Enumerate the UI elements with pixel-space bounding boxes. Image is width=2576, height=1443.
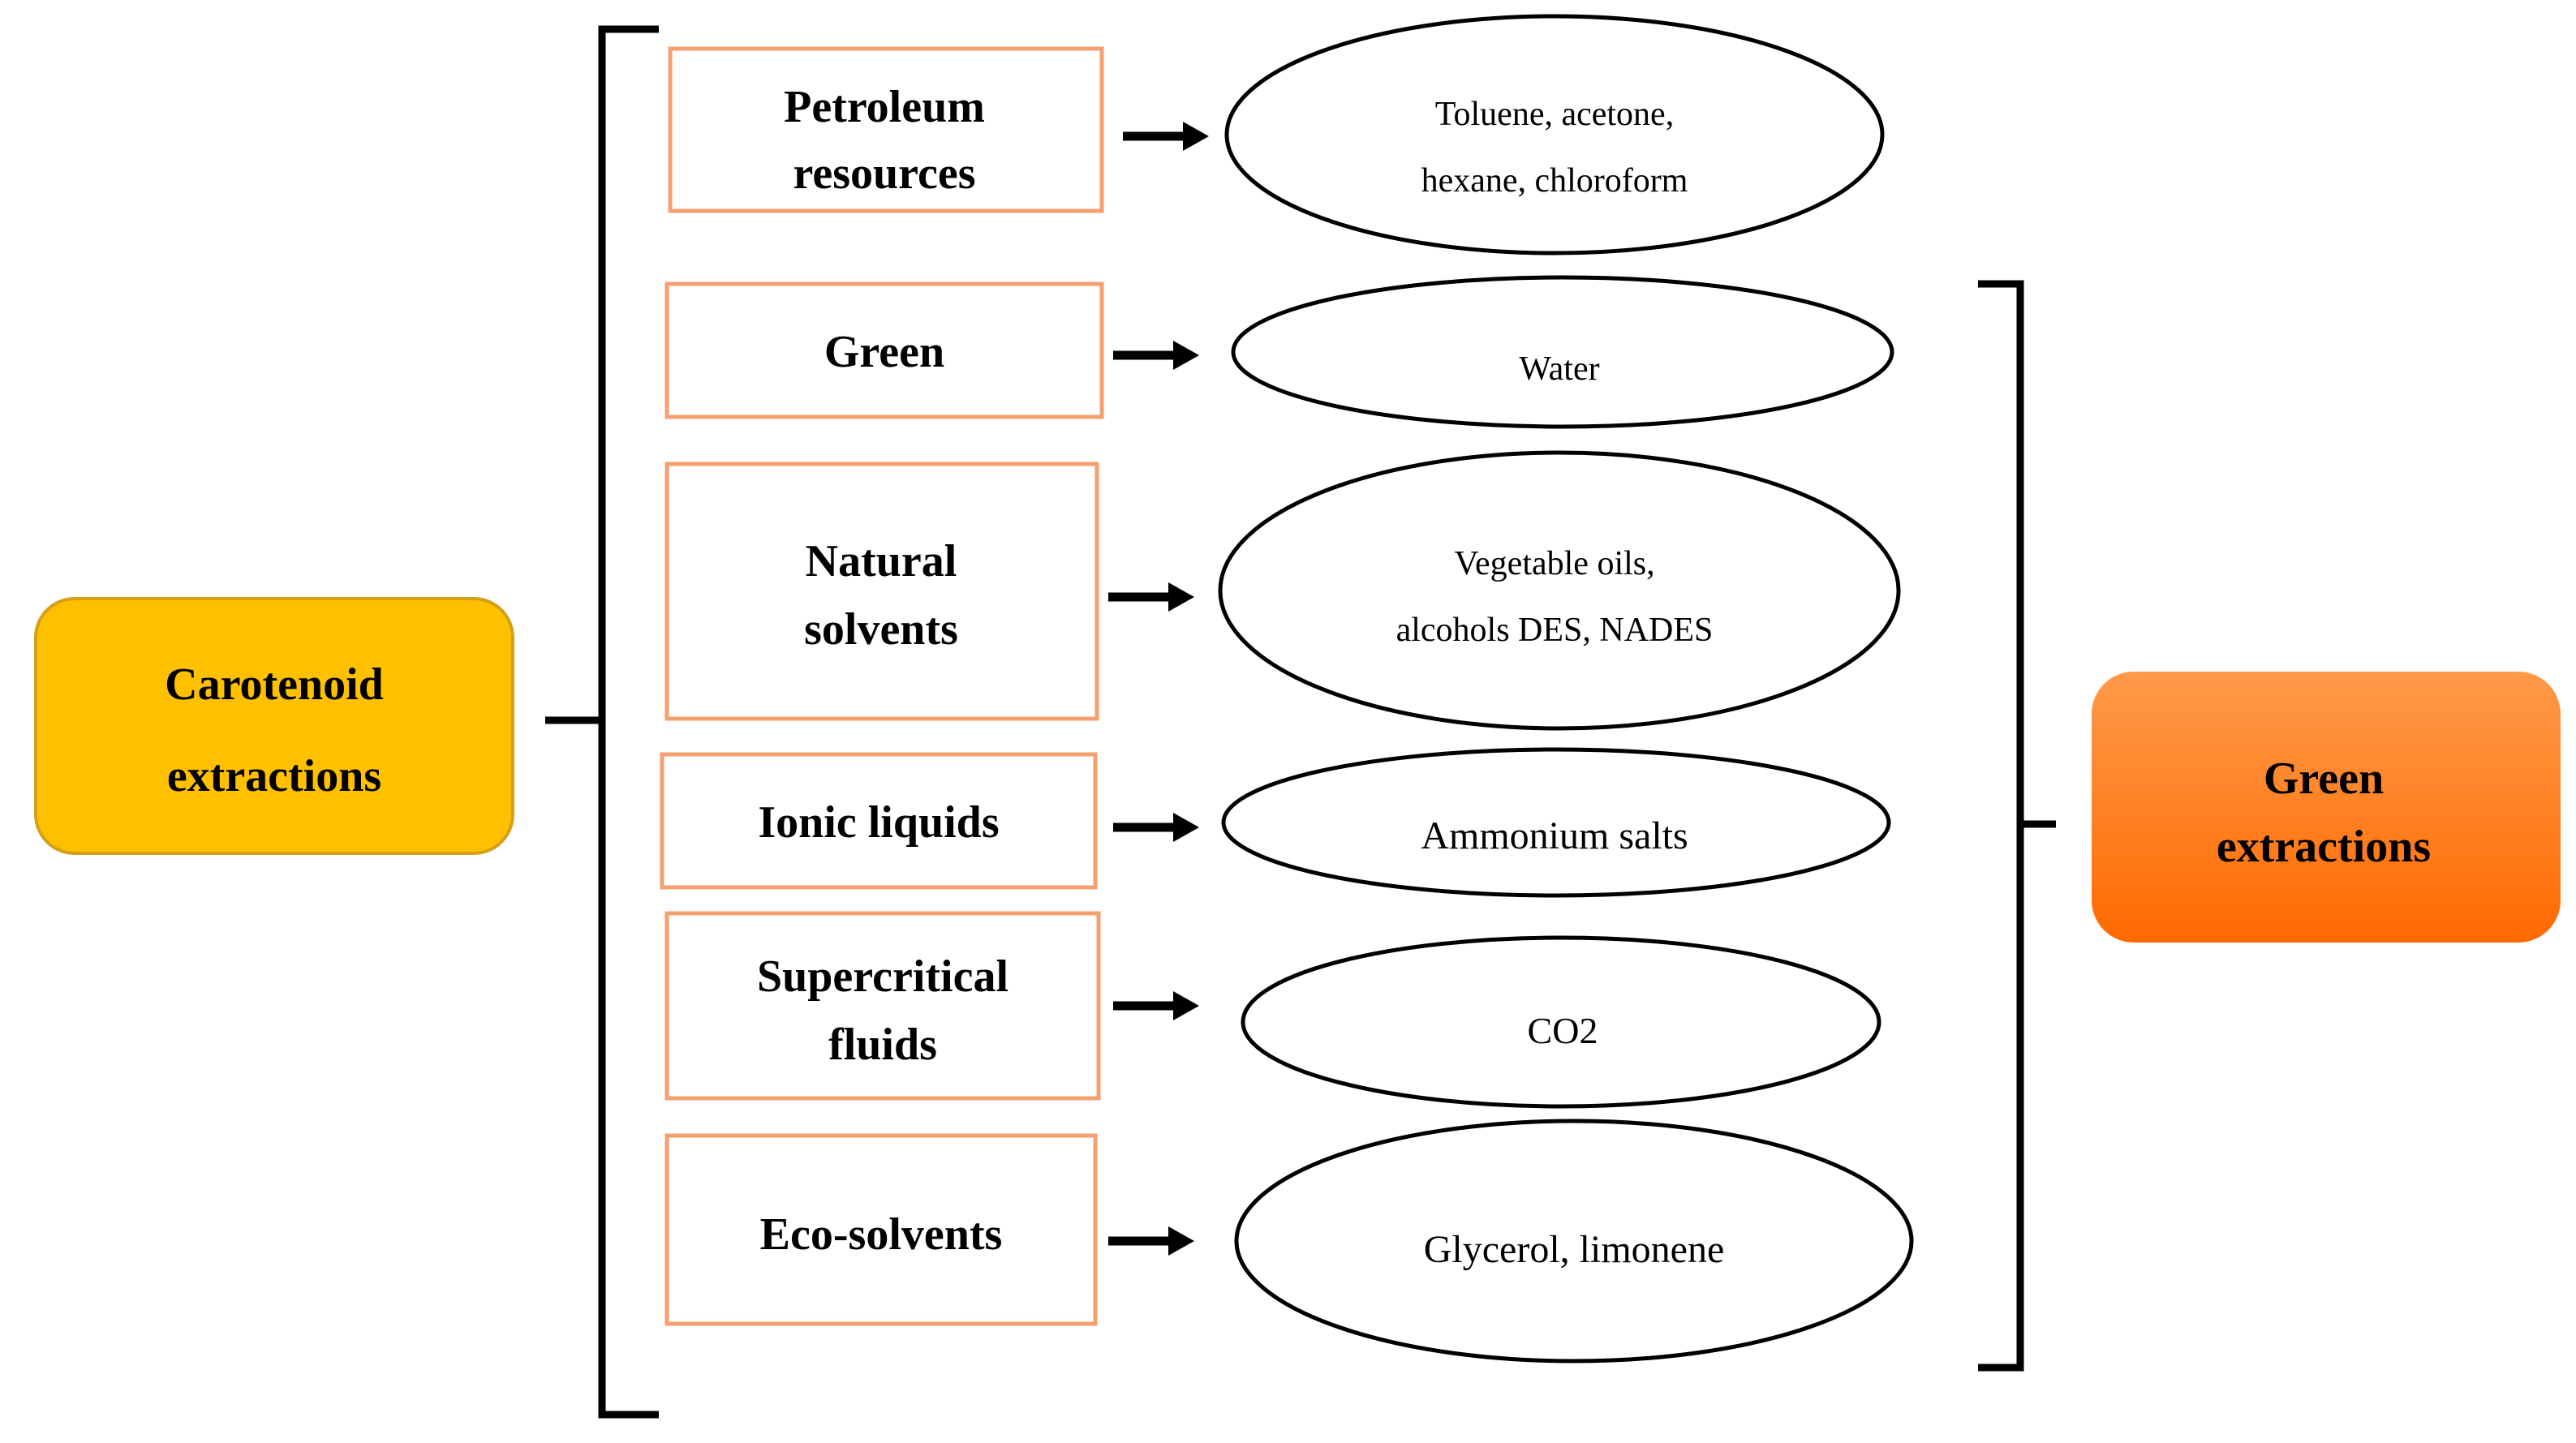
category-label-line2: fluids (828, 1020, 937, 1070)
left-brace (545, 25, 659, 1419)
arrow-head (1173, 813, 1199, 842)
solvent-ellipse (1221, 747, 1891, 898)
arrow-head (1168, 1226, 1194, 1256)
row-natural-solvents: Natural solvents Vegetable oils, alcohol… (664, 450, 1901, 731)
solvent-ellipse (1241, 935, 1881, 1109)
category-label-line1: Supercritical (757, 951, 1008, 1002)
carotenoid-node-box (34, 597, 514, 855)
category-label-line2: solvents (804, 604, 958, 655)
solvent-label: Glycerol, limonene (1424, 1228, 1725, 1271)
category-box (664, 281, 1104, 419)
row-petroleum: Petroleum resources Toluene, acetone, he… (668, 14, 1885, 256)
carotenoid-node-label-line1: Carotenoid (165, 659, 384, 710)
green-extractions-node: Green extractions (2092, 672, 2561, 943)
solvent-label: Ammonium salts (1421, 814, 1688, 857)
solvent-ellipse (1234, 1119, 1914, 1364)
green-node-box (2092, 672, 2561, 943)
category-box (664, 911, 1101, 1101)
solvent-label: CO2 (1528, 1010, 1598, 1051)
category-label: Green (824, 327, 944, 377)
row-green: Green Water (664, 275, 1894, 429)
category-box (664, 1133, 1098, 1326)
carotenoid-extractions-node: Carotenoid extractions (34, 597, 514, 855)
solvent-label: Water (1519, 350, 1599, 388)
solvent-label-line1: Toluene, acetone, (1435, 96, 1674, 133)
category-label-line1: Petroleum (784, 82, 985, 132)
arrow-head (1173, 341, 1199, 370)
category-label: Ionic liquids (758, 797, 999, 848)
right-brace (1978, 280, 2056, 1372)
arrow-head (1183, 122, 1209, 151)
green-node-label-line2: extractions (2217, 822, 2431, 872)
category-label-line1: Natural (806, 536, 957, 586)
category-label: Eco-solvents (760, 1209, 1003, 1260)
solvent-ellipse (1218, 450, 1901, 731)
solvent-ellipse (1231, 275, 1894, 429)
solvent-label-line2: hexane, chloroform (1421, 162, 1688, 200)
category-box (668, 46, 1104, 213)
category-label-line2: resources (793, 148, 976, 199)
solvent-label-line2: alcohols DES, NADES (1396, 612, 1714, 649)
row-eco-solvents: Eco-solvents Glycerol, limonene (664, 1119, 1914, 1364)
row-ionic-liquids: Ionic liquids Ammonium salts (660, 747, 1891, 898)
arrow-head (1168, 582, 1194, 612)
arrow-head (1173, 991, 1199, 1020)
green-node-label-line1: Green (2264, 754, 2384, 804)
carotenoid-node-label-line2: extractions (167, 751, 381, 801)
category-box (660, 752, 1098, 890)
row-supercritical-fluids: Supercritical fluids CO2 (664, 911, 1881, 1109)
solvent-label-line1: Vegetable oils, (1454, 545, 1654, 582)
solvent-ellipse (1224, 14, 1885, 256)
category-box (664, 462, 1099, 721)
